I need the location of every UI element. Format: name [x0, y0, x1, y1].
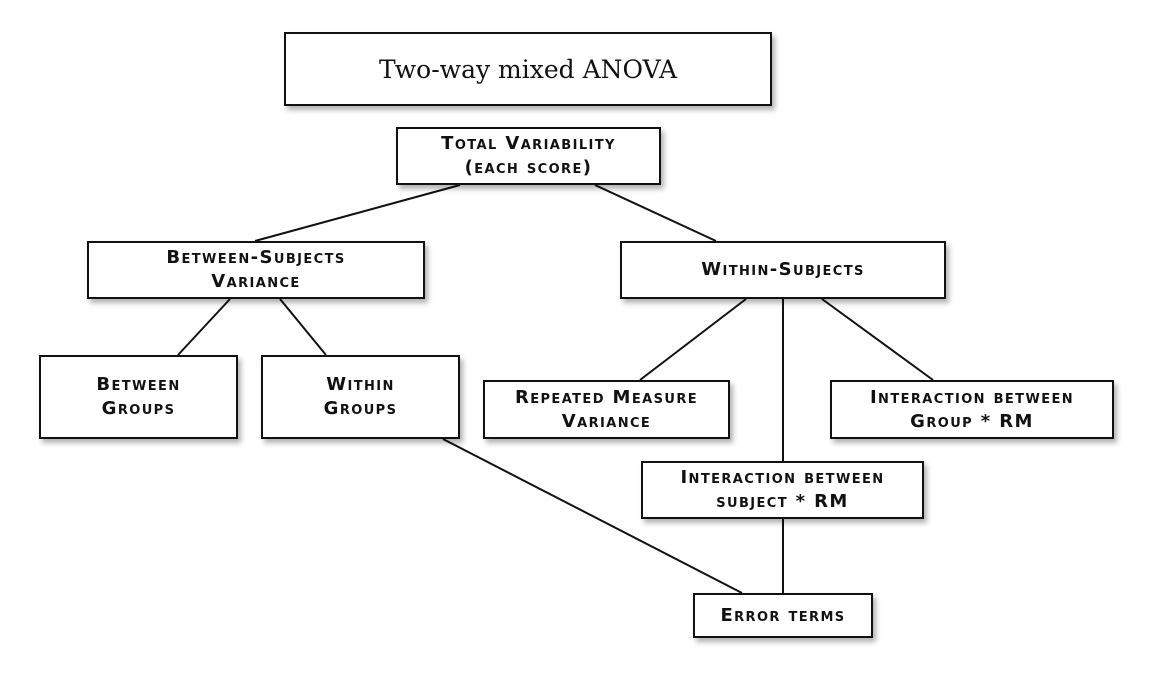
node-repeated-measure-line-2: Variance: [561, 410, 652, 432]
diagram-title: Two-way mixed ANOVA: [284, 32, 772, 106]
node-within-subjects: Within-Subjects: [620, 241, 946, 299]
node-repeated-measure-line-1: Repeated Measure: [514, 386, 699, 408]
node-between-subjects-line-1: Between-Subjects: [166, 247, 346, 268]
node-interaction-group-rm-line-2: Group * RM: [910, 410, 1034, 432]
node-within-groups-line-2: Groups: [323, 398, 398, 419]
edge-between-subjects-to-within-groups: [279, 298, 327, 356]
node-total-variability-line-2: (each score): [464, 157, 593, 178]
node-between-subjects-line-2: Variance: [211, 271, 301, 292]
node-interaction-subject-rm-line-2: subject * RM: [716, 491, 849, 512]
node-between-subjects-variance: Between-Subjects Variance: [87, 241, 425, 299]
node-between-groups-line-2: Groups: [101, 398, 176, 419]
node-between-groups: Between Groups: [39, 355, 238, 439]
edge-total-to-between-subjects: [254, 184, 461, 242]
edge-within-subjects-to-interaction-group-rm: [821, 298, 934, 381]
edge-within-subjects-to-repeated-measure: [639, 298, 747, 381]
node-within-groups: Within Groups: [261, 355, 460, 439]
node-within-groups-line-1: Within: [326, 374, 395, 395]
node-interaction-group-rm-line-1: Interaction between: [869, 386, 1075, 408]
node-between-groups-line-1: Between: [96, 374, 181, 395]
node-error-terms: Error terms: [693, 593, 873, 638]
diagram-title-text: Two-way mixed ANOVA: [379, 54, 677, 84]
node-within-subjects-line-1: Within-Subjects: [701, 259, 865, 280]
node-interaction-subject-rm-line-1: Interaction between: [680, 467, 885, 488]
node-interaction-subject-rm: Interaction between subject * RM: [641, 461, 924, 519]
edge-between-subjects-to-between-groups: [177, 298, 231, 356]
node-repeated-measure-variance: Repeated Measure Variance: [483, 380, 730, 439]
node-error-terms-line-1: Error terms: [720, 604, 846, 626]
node-total-variability: Total Variability (each score): [396, 127, 661, 185]
node-total-variability-line-1: Total Variability: [441, 133, 616, 154]
node-interaction-group-rm: Interaction between Group * RM: [830, 380, 1114, 439]
edge-within-groups-to-error-terms: [442, 438, 743, 594]
edge-total-to-within-subjects: [594, 184, 717, 242]
